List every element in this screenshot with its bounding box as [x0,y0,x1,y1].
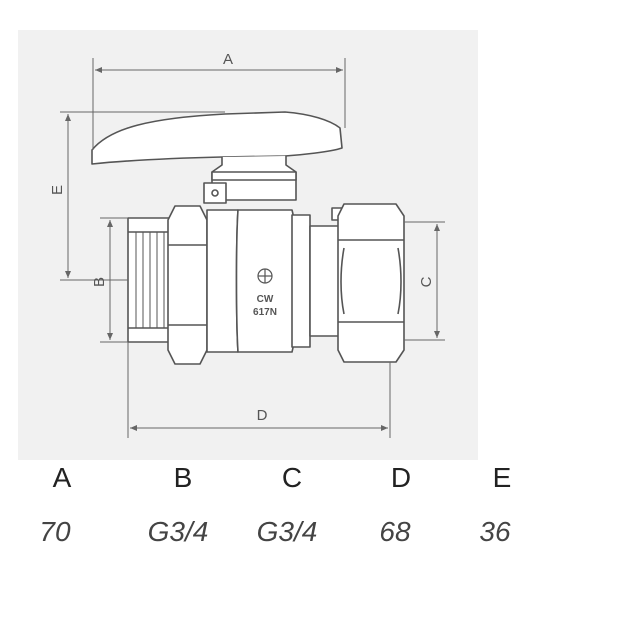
valve-handle [91,111,343,165]
valve-body [206,209,239,353]
table-value-b: G3/4 [147,516,209,547]
table-value-c: G3/4 [256,516,318,547]
left-hex-nut [167,205,208,365]
table-header-e: E [492,462,512,493]
table-header-b: B [173,462,193,493]
dimension-b-label: B [91,277,108,287]
ball-valve-drawing: CW 617N A E B C D [18,30,478,460]
table-header-d: D [390,462,412,493]
dimension-d-label: D [257,407,268,424]
dimension-c-label: C [418,276,435,287]
dimension-a-label: A [223,51,233,68]
body-marking-line2: 617N [253,307,277,318]
table-value-a: 70 [39,516,71,547]
table-value-e: 36 [479,516,511,547]
female-swivel-nut [337,203,405,363]
dimension-e-label: E [49,185,66,195]
table-header-c: C [281,462,303,493]
table-header-a: A [52,462,72,493]
body-marking-line1: CW [257,294,274,305]
body-logo-icon [257,268,273,284]
table-value-d: 68 [379,516,411,547]
